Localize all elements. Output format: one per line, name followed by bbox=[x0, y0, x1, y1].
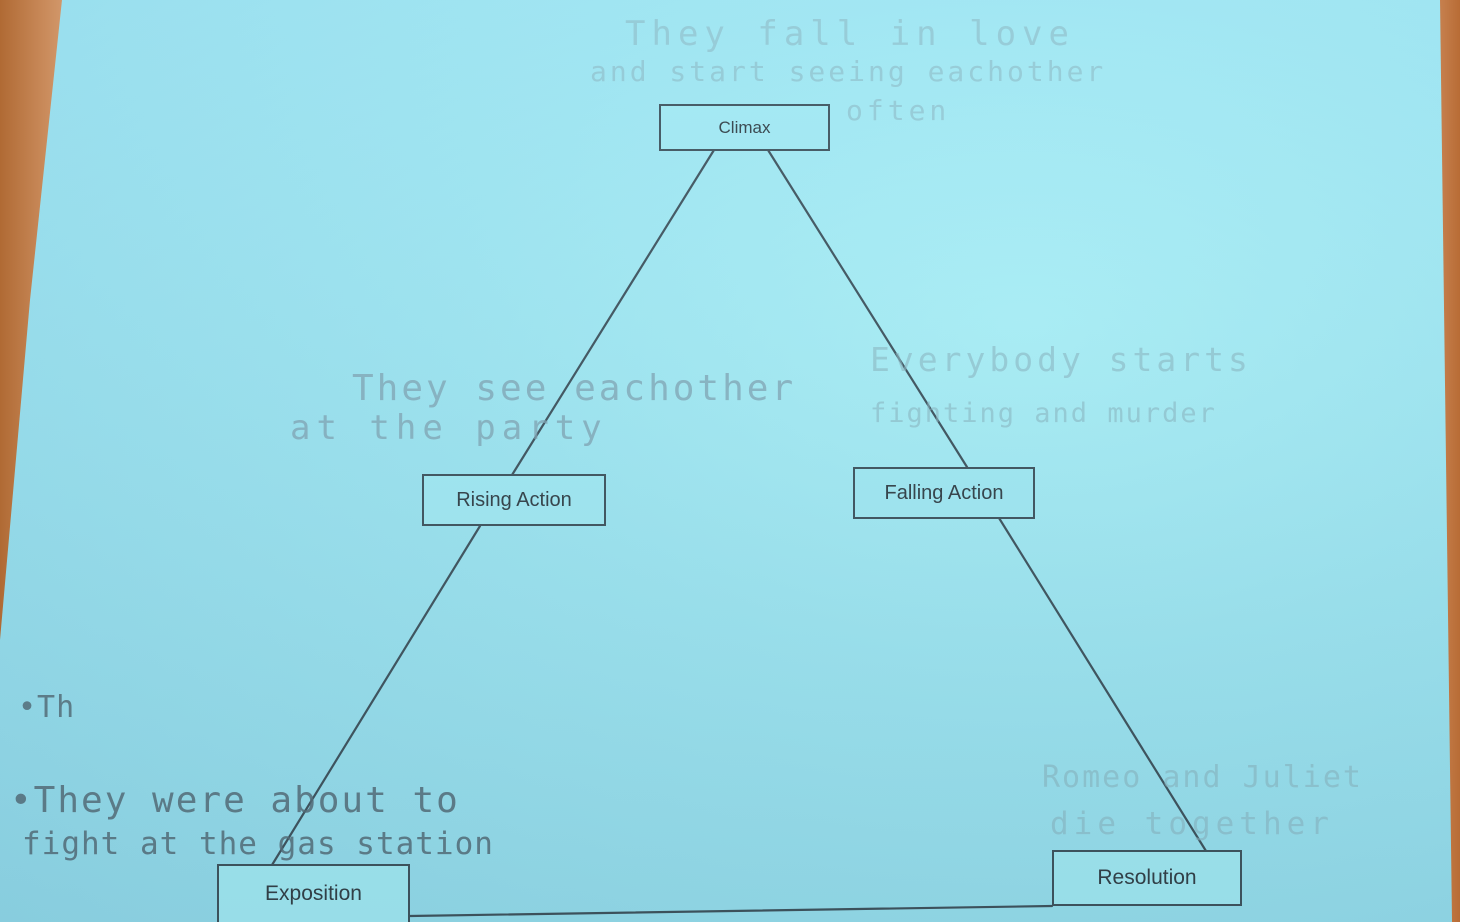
resolution-label: Resolution bbox=[1097, 866, 1197, 889]
resolution-note-line2: die together bbox=[1050, 806, 1334, 842]
falling-line-upper bbox=[766, 148, 969, 469]
exposition-note-line1: •They were about to bbox=[10, 780, 460, 821]
resolution-box: Resolution bbox=[1052, 850, 1242, 906]
rising-action-label: Rising Action bbox=[456, 488, 572, 511]
rising-line-upper bbox=[510, 148, 716, 477]
rising-action-box: Rising Action bbox=[422, 474, 606, 526]
climax-box: Climax bbox=[659, 104, 830, 151]
falling-note-line2: fighting and murder bbox=[870, 398, 1217, 429]
exposition-note-stub: •Th bbox=[18, 690, 76, 725]
falling-line-lower bbox=[997, 516, 1208, 853]
exposition-label: Exposition bbox=[265, 882, 362, 905]
exposition-box: Exposition bbox=[217, 864, 410, 922]
rising-note-line1: They see eachother bbox=[352, 368, 797, 409]
climax-note-line1: They fall in love bbox=[625, 14, 1075, 54]
climax-label: Climax bbox=[718, 117, 771, 137]
rising-line-lower bbox=[270, 524, 482, 867]
rising-note-line2: at the party bbox=[290, 408, 608, 448]
falling-action-box: Falling Action bbox=[853, 467, 1035, 519]
base-line bbox=[408, 904, 1054, 918]
resolution-note-line1: Romeo and Juliet bbox=[1042, 760, 1363, 795]
climax-note-line2: and start seeing eachother bbox=[590, 55, 1107, 88]
climax-note-line3: often bbox=[846, 94, 951, 127]
exposition-note-line2: fight at the gas station bbox=[22, 826, 494, 862]
falling-note-line1: Everybody starts bbox=[870, 340, 1252, 379]
falling-action-label: Falling Action bbox=[884, 481, 1004, 504]
